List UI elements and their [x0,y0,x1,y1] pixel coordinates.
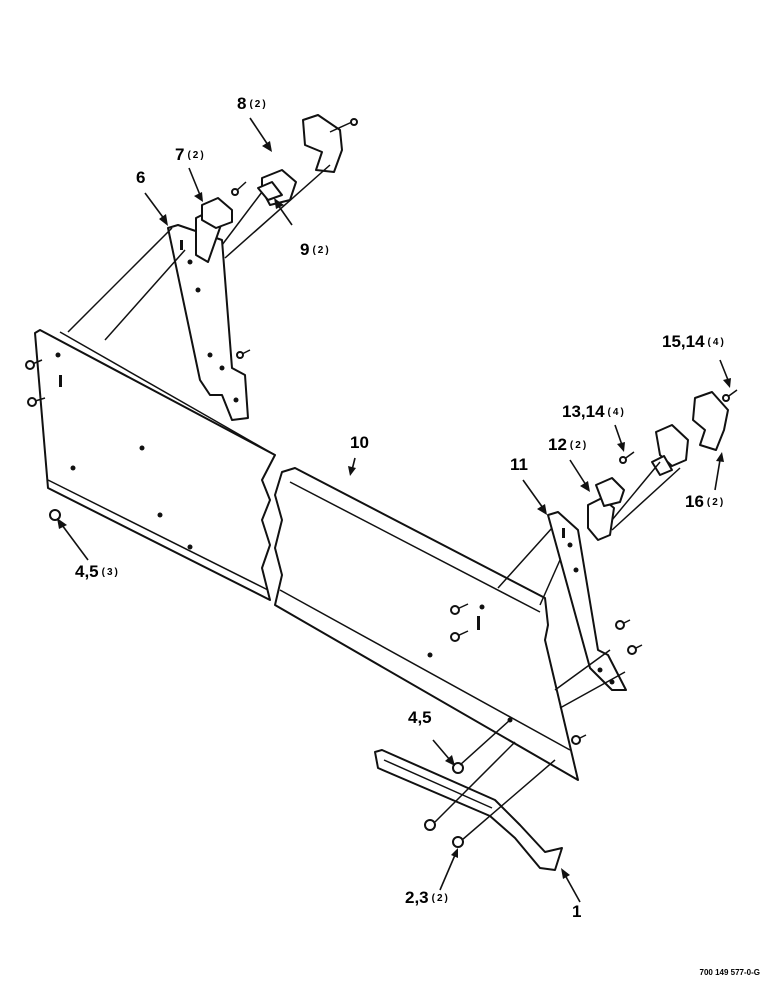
callout-qty: (2) [249,99,268,110]
callout-qty: (2) [312,245,331,256]
callout-label: 9 [300,240,310,259]
callout-qty: (2) [569,440,589,451]
callout-part-16: 16(2) [685,492,725,512]
right-mount-bracket [547,511,627,691]
callout-part-8: 8(2) [237,94,268,114]
bottom-wear-strip [374,749,563,871]
callout-part-4-5: 4,5 [408,708,435,728]
assembly-lines [67,164,681,841]
left-spacer-parts [195,114,343,263]
callout-label: 16 [685,492,704,511]
callout-label: 10 [350,433,369,452]
callout-qty: (2) [706,497,726,508]
callout-label: 4,5 [408,708,432,727]
callout-part-2-3: 2,3(2) [405,888,450,908]
callout-part-11: 11 [510,455,531,475]
callout-part-15-14: 15,14(4) [662,332,726,352]
callout-qty: (4) [707,337,726,348]
callout-label: 13,14 [562,402,605,421]
callout-part-10: 10 [350,433,372,453]
callout-qty: (4) [607,407,626,418]
callout-label: 15,14 [662,332,705,351]
callout-label: 11 [510,455,528,474]
callout-label: 7 [175,145,185,164]
callout-label: 4,5 [75,562,99,581]
callout-part-4-5-left: 4,5(3) [75,562,120,582]
callout-qty: (3) [101,567,120,578]
right-spacer-parts [587,391,729,541]
callout-label: 6 [136,168,146,187]
leader-lines [57,117,731,903]
right-shield-panel [274,467,579,781]
left-shield-panel [34,329,276,601]
callout-part-1: 1 [572,902,584,922]
callout-part-13-14: 13,14(4) [562,402,626,422]
callout-qty: (2) [187,150,206,161]
bolts [25,118,738,848]
callout-part-9: 9(2) [300,240,331,260]
callout-label: 8 [237,94,247,113]
callout-label: 12 [548,435,567,454]
callout-label: 2,3 [405,888,429,907]
callout-part-12: 12(2) [548,435,588,455]
callout-part-6: 6 [136,168,148,188]
callout-label: 1 [572,902,582,921]
callout-qty: (2) [431,893,450,904]
callout-part-7: 7(2) [175,145,206,165]
drawing-number: 700 149 577-0-G [699,968,761,977]
